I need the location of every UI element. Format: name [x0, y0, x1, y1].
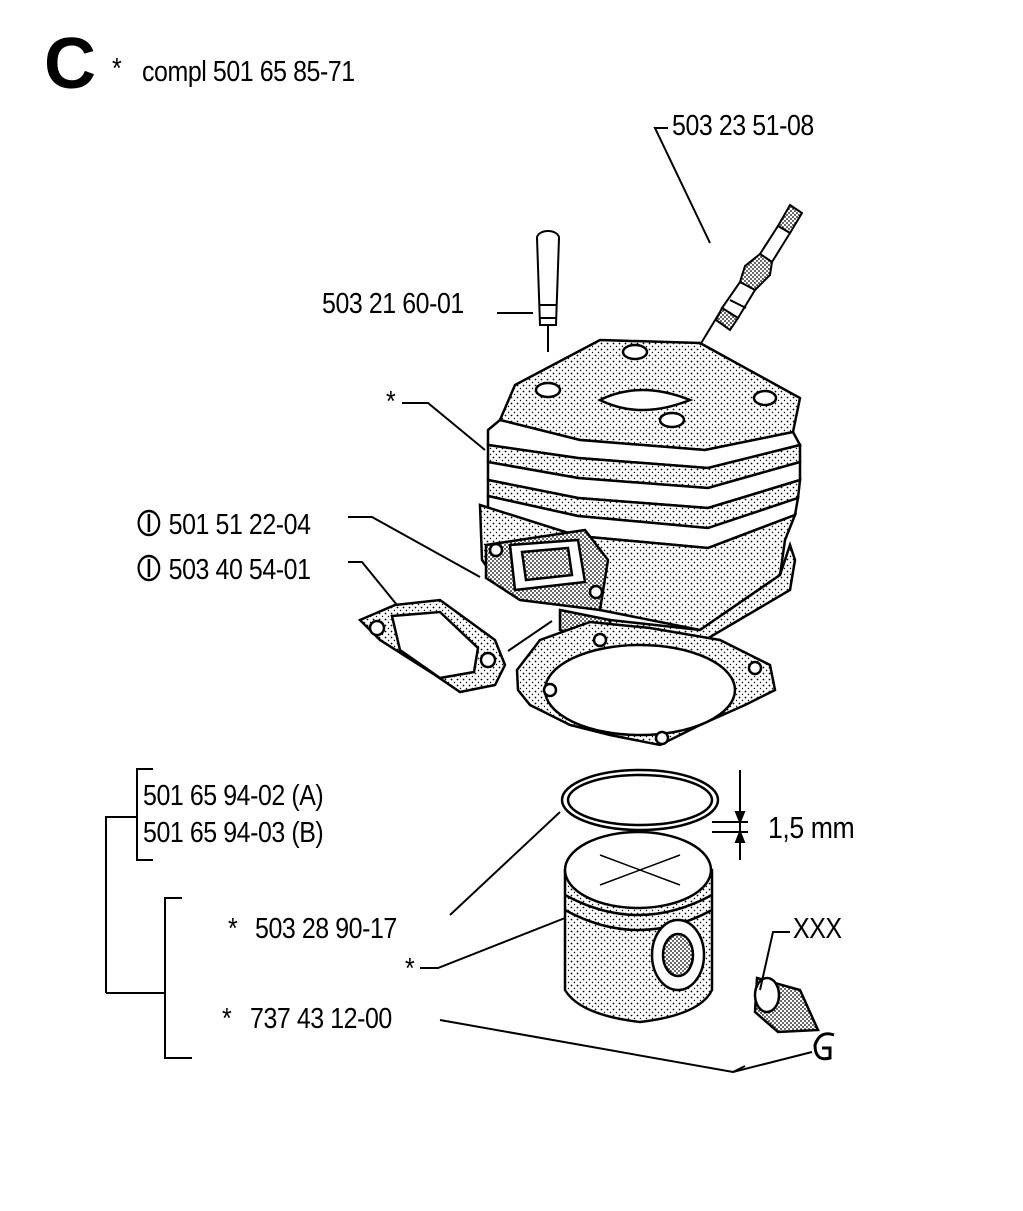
- circlip-star: *: [222, 1003, 232, 1035]
- cylinder-block: [478, 338, 802, 654]
- bolt-part-number: 503 21 60-01: [322, 288, 464, 320]
- piston-star: *: [228, 913, 238, 945]
- leader-lines: [105, 127, 813, 1074]
- piston-ring: [560, 768, 720, 832]
- cylinder-star: *: [386, 386, 396, 418]
- circled-1-icon: [136, 508, 162, 538]
- ring-b-part-number: 501 65 94-03 (B): [143, 817, 324, 849]
- ring-a-part-number: 501 65 94-02 (A): [143, 780, 324, 812]
- gasket-b-label: 503 40 54-01: [136, 553, 311, 585]
- piston-dash-star: *: [405, 953, 415, 985]
- piston-part-number: 503 28 90-17: [255, 913, 397, 945]
- base-gasket: [515, 620, 777, 747]
- ring-thickness-label: 1,5 mm: [768, 810, 855, 845]
- circlip: [813, 1032, 835, 1061]
- section-letter: C: [44, 24, 96, 104]
- gasket-b-part-number: 503 40 54-01: [168, 554, 311, 586]
- gasket-a-label: 501 51 22-04: [136, 508, 311, 540]
- circled-1-icon: [136, 553, 162, 583]
- bearing-part-number: XXX: [793, 913, 842, 945]
- kit-part-number: compl 501 65 85-71: [142, 56, 355, 88]
- needle-bearing: [753, 976, 820, 1034]
- piston: [563, 830, 714, 1024]
- circlip-part-number: 737 43 12-00: [250, 1003, 392, 1035]
- ring-dimension: [712, 770, 748, 860]
- kit-star: *: [112, 53, 122, 85]
- cylinder-bolt: [536, 230, 560, 352]
- spark-plug: [714, 203, 804, 332]
- spark-plug-part-number: 503 23 51-08: [672, 110, 814, 142]
- exhaust-gasket: [357, 598, 507, 694]
- gasket-a-part-number: 501 51 22-04: [168, 509, 311, 541]
